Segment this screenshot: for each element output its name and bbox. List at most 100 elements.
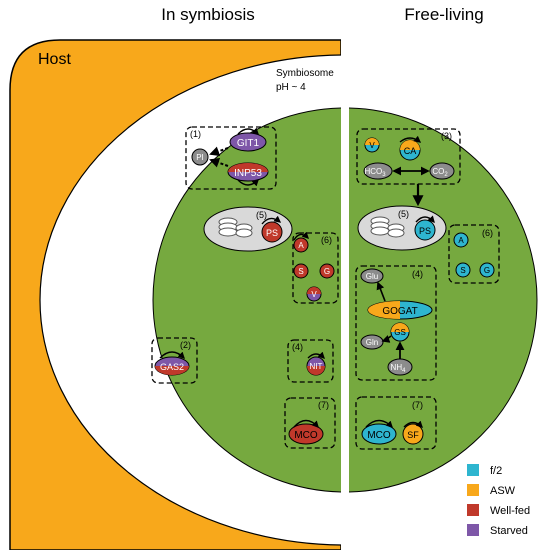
gene-v-left-label: V — [311, 290, 317, 299]
gene-gogat-fill — [368, 301, 400, 319]
module-7-left-label: (7) — [318, 400, 329, 410]
legend-swatch-f2 — [467, 464, 479, 476]
hco3-label: HCO3 — [364, 167, 386, 178]
legend-label-starved: Starved — [490, 525, 528, 537]
legend-swatch-starved — [467, 524, 479, 536]
gene-nit-label: NIT — [310, 362, 323, 371]
gene-v-right-label: V — [369, 141, 375, 150]
module-4-right-label: (4) — [412, 269, 423, 279]
module-5-left-label: (5) — [256, 210, 267, 220]
gene-s-right — [455, 262, 471, 278]
legend-swatch-asw — [467, 484, 479, 496]
module-6-left-label: (6) — [321, 235, 332, 245]
arrow-inp53-pi — [209, 157, 229, 168]
symbiosome-label: Symbiosome — [276, 68, 334, 79]
pi-label: PI — [196, 153, 204, 162]
co2-node — [429, 162, 455, 180]
hco3-node — [363, 162, 393, 180]
hco3-subscript: 3 — [382, 172, 386, 178]
gene-ps-left-label: PS — [266, 228, 278, 238]
gene-s-left-label: S — [298, 267, 303, 276]
gene-ca-label: CA — [404, 146, 417, 156]
module-3-box — [356, 128, 461, 185]
cell-right — [349, 107, 538, 493]
gene-inp53-fill — [228, 163, 268, 172]
gene-mco-left — [288, 423, 324, 445]
module-7-right-label: (7) — [412, 400, 423, 410]
glu-label: Glu — [366, 272, 378, 281]
gene-a-left — [293, 237, 309, 253]
nh4-subscript: 4 — [402, 368, 406, 374]
gene-g-left-label: G — [324, 267, 330, 276]
gene-a-left-label: A — [298, 241, 304, 250]
gene-gs-fill — [391, 323, 409, 332]
gene-mco-right — [361, 423, 397, 445]
module-1-label: (1) — [190, 129, 201, 139]
gene-s-left — [293, 263, 309, 279]
co2-text: CO — [432, 167, 444, 176]
gene-gas2-fill — [155, 366, 189, 375]
pi-node — [191, 148, 209, 166]
co2-subscript: 2 — [444, 172, 448, 178]
thylakoid-stack-right — [370, 216, 405, 238]
gene-inp53-label: INP53 — [234, 168, 262, 179]
gene-gogat-label: GOGAT — [382, 306, 417, 317]
gene-ps-right-label: PS — [419, 226, 431, 236]
gene-git1 — [229, 132, 267, 152]
gene-mco-left-label: MCO — [294, 430, 318, 441]
legend-swatch-wellfed — [467, 504, 479, 516]
gene-sf-label: SF — [407, 430, 419, 440]
arrow-gogat-glu — [376, 281, 386, 302]
gene-ps-right — [414, 219, 436, 241]
gene-nit-fill — [307, 366, 325, 375]
module-2-box — [151, 337, 198, 384]
gene-sf — [402, 423, 424, 445]
title-free-living: Free-living — [404, 5, 483, 24]
gene-g-right — [479, 262, 495, 278]
gene-gas2-label: GAS2 — [160, 362, 184, 372]
legend-label-asw: ASW — [490, 485, 516, 497]
cell-left — [152, 107, 341, 493]
hco3-text: HCO — [364, 167, 382, 176]
arrow-gs-gln — [381, 335, 392, 343]
gln-label: Gln — [366, 338, 378, 347]
module-2-label: (2) — [180, 340, 191, 350]
host-label: Host — [38, 51, 71, 68]
module-7-right-box — [355, 396, 437, 450]
gene-ps-left — [261, 221, 283, 243]
module-6-left-box — [292, 232, 339, 304]
gene-a-right-label: A — [458, 236, 464, 245]
co2-label: CO2 — [432, 167, 448, 178]
module-5-right-label: (5) — [398, 209, 409, 219]
nh4-label: NH4 — [391, 363, 407, 374]
panel-divider — [341, 30, 349, 550]
thylakoid-stack-left — [218, 217, 253, 238]
module-7-left-box — [284, 397, 336, 449]
module-4-right-box — [355, 265, 437, 381]
module-4-left-box — [287, 339, 334, 383]
gene-mco-right-label: MCO — [367, 430, 391, 441]
arrow-git1-pi — [209, 146, 229, 157]
nh4-text: NH — [391, 363, 403, 372]
gene-v-left-fill — [307, 287, 321, 294]
legend-label-f2: f/2 — [490, 465, 502, 477]
legend-label-wellfed: Well-fed — [490, 505, 530, 517]
module-6-right-box — [448, 224, 500, 284]
gene-s-right-label: S — [460, 266, 465, 275]
symbiosome-ph: pH ~ 4 — [276, 82, 306, 93]
glu-node — [360, 268, 384, 284]
module-3-label: (3) — [441, 131, 452, 141]
gene-git1-label: GIT1 — [237, 138, 260, 149]
gene-v-right-fill — [365, 138, 379, 145]
gene-a-right — [453, 232, 469, 248]
legend: f/2 ASW Well-fed Starved — [467, 464, 530, 537]
gene-g-left — [319, 263, 335, 279]
regulation-loops — [159, 127, 435, 429]
module-4-left-label: (4) — [292, 342, 303, 352]
module-6-right-label: (6) — [482, 228, 493, 238]
title-in-symbiosis: In symbiosis — [161, 5, 255, 24]
gene-gs-label: GS — [394, 328, 406, 337]
gene-g-right-label: G — [484, 266, 490, 275]
module-1-box — [185, 126, 277, 190]
